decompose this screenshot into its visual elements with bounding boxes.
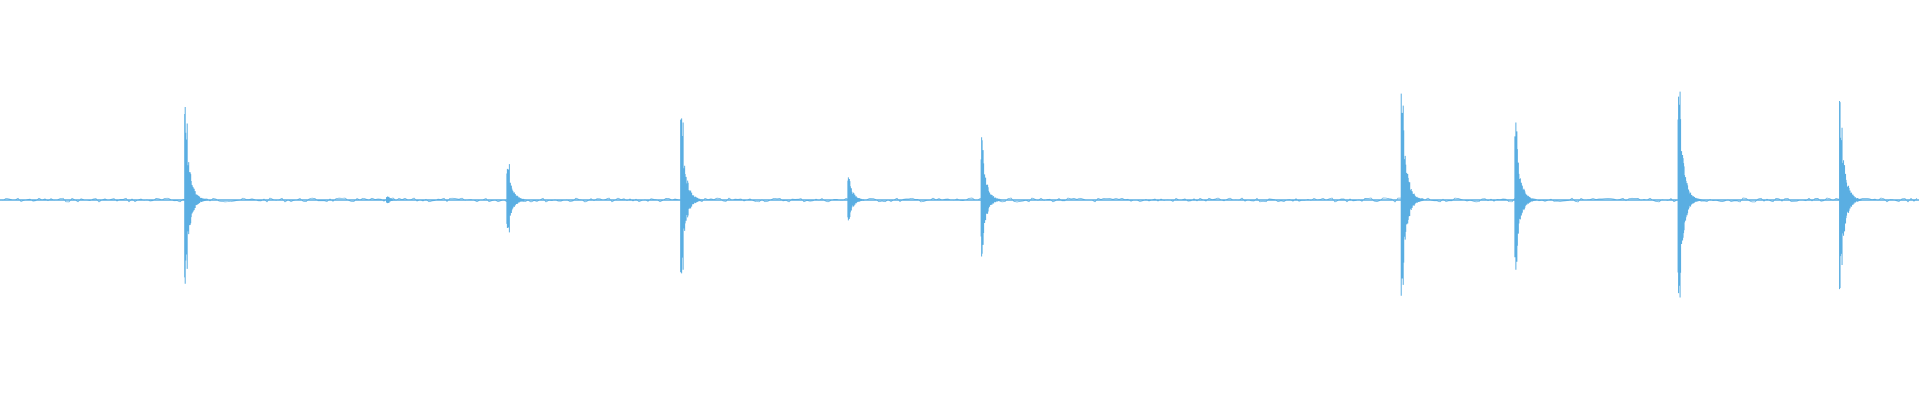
waveform-noise	[0, 197, 1918, 203]
